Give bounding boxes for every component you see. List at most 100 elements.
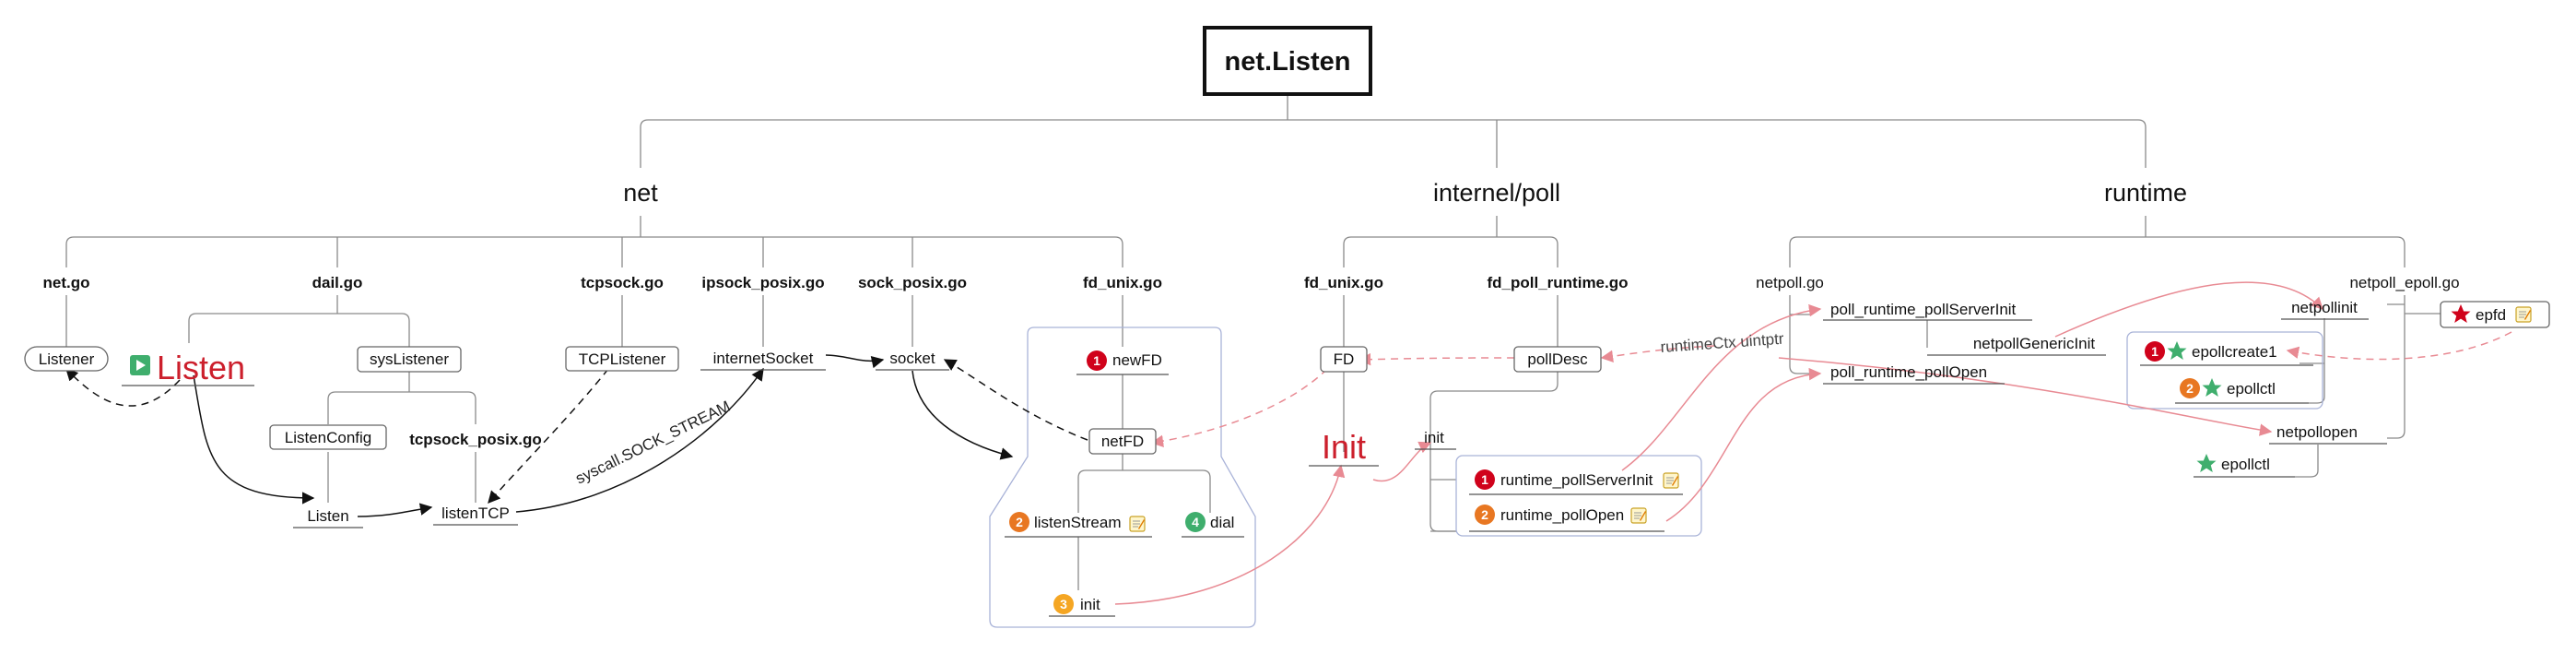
star-icon	[2451, 304, 2471, 323]
edge-label-syscall: syscall.SOCK_STREAM	[572, 398, 733, 488]
arrow-polldesc-to-netpollopen	[1778, 357, 2273, 436]
arrow-netfd-to-socket	[943, 359, 1088, 441]
node-epollctl[interactable]: epollctl	[2221, 456, 2270, 473]
arrow-fd-to-netfd	[1150, 368, 1328, 447]
tree-connectors	[65, 95, 2441, 590]
node-poll-serverinit[interactable]: poll_runtime_pollServerInit	[1830, 301, 2017, 318]
file-sock-posix-go: sock_posix.go	[858, 274, 967, 291]
node-fd-box	[1320, 346, 1368, 373]
note-icon	[1129, 516, 1146, 532]
badge-newfd: 1	[1087, 350, 1107, 371]
node-epollcreate1[interactable]: epollcreate1	[2192, 343, 2277, 361]
node-rt-serverinit[interactable]: runtime_pollServerInit	[1500, 471, 1653, 489]
node-polldesc[interactable]: pollDesc	[1527, 350, 1588, 368]
file-net-go: net.go	[43, 274, 90, 291]
badge-rt-serverinit: 1	[1475, 469, 1495, 490]
node-newfd[interactable]: newFD	[1112, 351, 1162, 369]
node-listenconfig-box	[269, 424, 387, 450]
badge-epollcreate1: 1	[2145, 341, 2165, 362]
node-init-net[interactable]: init	[1080, 596, 1100, 613]
arrow-polldesc-to-fd	[1358, 352, 1515, 366]
arrow-listen-to-Listen	[193, 374, 315, 505]
star-icon	[2167, 341, 2187, 360]
file-tcpsock-go: tcpsock.go	[581, 274, 664, 291]
node-syslistener-box	[357, 346, 462, 373]
node-dial[interactable]: dial	[1210, 514, 1234, 531]
node-listentcp[interactable]: listenTCP	[441, 505, 510, 522]
node-tcplistener-box	[565, 346, 679, 372]
badge-init-net: 3	[1053, 594, 1074, 614]
arrow-Init-to-init	[1372, 441, 1432, 482]
node-epollctl-grp[interactable]: epollctl	[2227, 380, 2276, 398]
node-listener-box	[24, 346, 109, 372]
node-listenconfig[interactable]: ListenConfig	[285, 429, 372, 446]
node-socket[interactable]: socket	[889, 350, 935, 367]
file-tcpsock-posix-go: tcpsock_posix.go	[409, 431, 542, 448]
file-poll-fd-unix-go: fd_unix.go	[1304, 274, 1383, 291]
badge-epollctl-grp: 2	[2180, 378, 2200, 398]
arrow-serverinit	[1621, 303, 1822, 471]
note-icon	[2515, 306, 2532, 323]
node-fd[interactable]: FD	[1334, 350, 1355, 368]
arrows	[65, 281, 2512, 605]
node-tcplistener[interactable]: TCPListener	[579, 350, 666, 368]
file-fd-unix-go: fd_unix.go	[1083, 274, 1162, 291]
node-init-big[interactable]: Init	[1322, 428, 1366, 466]
star-icon	[2202, 378, 2222, 397]
pkg-net: net	[623, 179, 658, 207]
node-epfd[interactable]: epfd	[2476, 306, 2506, 324]
svg-text:2: 2	[2186, 381, 2194, 396]
svg-text:3: 3	[1060, 597, 1067, 611]
play-icon	[130, 355, 150, 375]
arrow-listen-to-listener	[65, 368, 181, 407]
note-icon	[1663, 472, 1679, 489]
arrow-internetsocket-to-socket	[825, 354, 885, 369]
svg-text:2: 2	[1016, 515, 1023, 529]
node-groups	[989, 326, 2323, 628]
file-fd-poll-runtime-go: fd_poll_runtime.go	[1488, 274, 1629, 291]
node-listener[interactable]: Listener	[39, 350, 95, 368]
badge-rt-pollopen: 2	[1475, 505, 1495, 525]
badge-dial: 4	[1185, 512, 1206, 532]
arrow-genericinit-to-netpollinit	[2054, 281, 2323, 338]
node-internetsocket[interactable]: internetSocket	[713, 350, 814, 367]
file-netpoll-epoll-go: netpoll_epoll.go	[2349, 274, 2459, 291]
node-netpollinit[interactable]: netpollinit	[2291, 299, 2358, 316]
pkg-runtime: runtime	[2104, 179, 2187, 207]
svg-text:4: 4	[1192, 515, 1199, 529]
node-netfd[interactable]: netFD	[1101, 433, 1144, 450]
node-polldesc-box	[1513, 346, 1602, 373]
arrow-tcplistener-to-listentcp	[488, 368, 609, 505]
node-netpollopen[interactable]: netpollopen	[2276, 423, 2358, 441]
arrow-socket-to-netfd	[912, 370, 1014, 460]
svg-text:1: 1	[2151, 344, 2158, 359]
badge-listenstream: 2	[1009, 512, 1029, 532]
node-netpollgenericinit[interactable]: netpollGenericInit	[1973, 335, 2096, 352]
poll-runtime-group	[1455, 455, 1702, 537]
epoll-group	[2126, 331, 2323, 410]
root-title: net.Listen	[1225, 47, 1351, 77]
file-dail-go: dail.go	[312, 274, 363, 291]
arrow-runtimectx	[1600, 345, 1715, 363]
node-syslistener[interactable]: sysListener	[370, 350, 449, 368]
file-netpoll-go: netpoll.go	[1756, 274, 1824, 291]
node-listenstream[interactable]: listenStream	[1034, 514, 1121, 531]
svg-text:1: 1	[1093, 353, 1100, 368]
arrow-listen-to-listentcp	[357, 503, 433, 517]
edge-label-runtimectx: runtimeCtx uintptr	[1660, 330, 1784, 356]
root-box	[1203, 26, 1372, 96]
file-ipsock-posix-go: ipsock_posix.go	[701, 274, 824, 291]
node-poll-pollopen[interactable]: poll_runtime_pollOpen	[1830, 363, 1987, 381]
arrow-epfd-to-epollcreate	[2286, 331, 2512, 361]
node-listen[interactable]: Listen	[307, 507, 348, 525]
note-icon	[1630, 507, 1647, 524]
node-netfd-box	[1088, 428, 1157, 455]
node-listen-big[interactable]: Listen	[157, 349, 245, 386]
arrow-pollopen	[1665, 367, 1822, 522]
arrow-init-to-Init	[1114, 464, 1346, 605]
node-init-poll[interactable]: init	[1424, 429, 1444, 446]
node-rt-pollopen[interactable]: runtime_pollOpen	[1500, 506, 1624, 524]
fd-unix-group	[989, 326, 1256, 628]
